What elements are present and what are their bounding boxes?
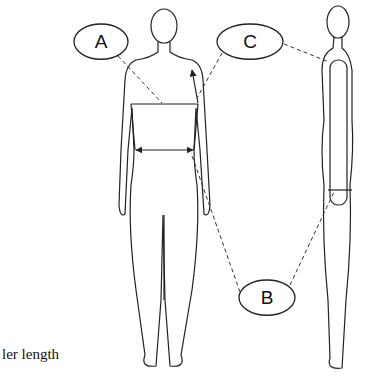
- side-body: [322, 37, 353, 368]
- callout-oval: A: [73, 23, 129, 60]
- callout-letter: A: [95, 32, 108, 53]
- waist-arrow: [136, 149, 193, 150]
- side-head: [327, 6, 349, 38]
- side-waist: [328, 189, 352, 190]
- front-head: [151, 9, 177, 43]
- torso-side: [194, 104, 198, 150]
- callout-letter: C: [243, 32, 257, 53]
- callout-letter: B: [261, 288, 274, 309]
- side-arm: [330, 60, 347, 205]
- front-body: [119, 42, 210, 366]
- callout-oval: C: [216, 23, 284, 60]
- leader-lines: [118, 44, 334, 292]
- torso-side: [131, 104, 135, 150]
- chest-line: [131, 103, 198, 104]
- callout-oval: B: [238, 279, 296, 316]
- caption-fragment: ler length: [2, 346, 59, 363]
- front-leg-gap: [163, 215, 164, 300]
